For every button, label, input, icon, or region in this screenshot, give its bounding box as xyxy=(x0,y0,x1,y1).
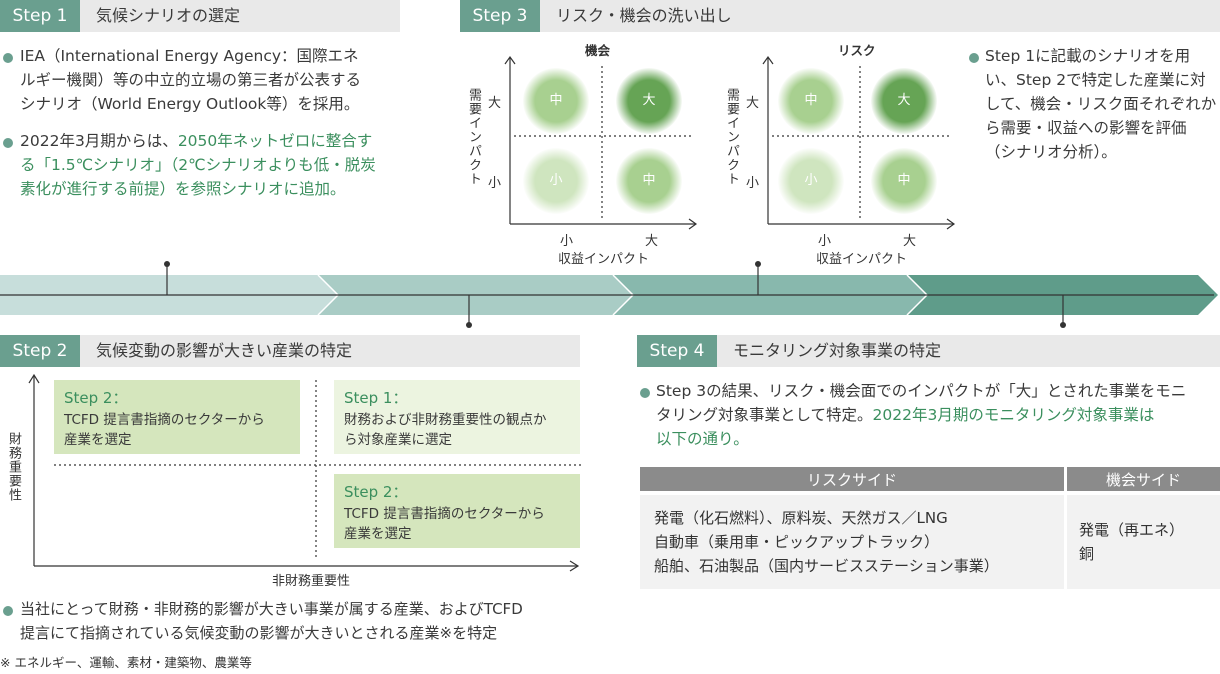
opportunity-y-axis-label: 需要インパクト xyxy=(466,88,481,186)
box-title: Step 2： xyxy=(344,483,408,501)
step4-tag: Step 4 xyxy=(637,335,717,367)
text-line: Step 3の結果、リスク・機会面でのインパクトが「大」とされた事業をモニ xyxy=(656,382,1187,400)
text-line: 提言にて指摘されている気候変動の影響が大きいとされる産業※を特定 xyxy=(20,624,498,642)
bullet-icon xyxy=(3,53,13,63)
risk-chart-title: リスク xyxy=(838,43,876,58)
step4-header: Step 4 モニタリング対象事業の特定 xyxy=(637,335,1220,367)
y-high-label: 大 xyxy=(488,96,502,111)
text-line: 産業を選定 xyxy=(64,432,132,448)
step2-box-tcfd-bottom: Step 2： TCFD 提言書指摘のセクターから 産業を選定 xyxy=(334,474,580,548)
bullet-icon xyxy=(640,388,650,398)
text-line: IEA（International Energy Agency：国際エネ xyxy=(20,47,359,65)
highlight-text: 2022年3月期のモニタリング対象事業は xyxy=(872,406,1155,424)
x-high-label: 大 xyxy=(903,234,917,249)
opportunity-x-axis-label: 収益インパクト xyxy=(558,252,650,267)
bullet-icon xyxy=(3,138,13,148)
text-line: 発電（化石燃料）、原料炭、天然ガス／LNG xyxy=(654,509,948,527)
highlight-text: 素化が進行する前提）を参照シナリオに追加。 xyxy=(20,180,346,198)
step4-paragraph: Step 3の結果、リスク・機会面でのインパクトが「大」とされた事業をモニ タリ… xyxy=(656,379,1220,451)
table-cell-risk: 発電（化石燃料）、原料炭、天然ガス／LNG 自動車（乗用車・ピックアップトラック… xyxy=(640,491,1067,589)
process-timeline-arrow xyxy=(0,261,1218,328)
step2-note: 当社にとって財務・非財務的影響が大きい事業が属する産業、およびTCFD 提言にて… xyxy=(20,597,600,645)
step2-header: Step 2 気候変動の影響が大きい産業の特定 xyxy=(0,335,580,367)
bullet-icon xyxy=(969,53,979,63)
table-cell-opportunity: 発電（再エネ） 銅 xyxy=(1065,491,1220,589)
matrix-cell-large: 大 xyxy=(871,68,937,134)
box-title: Step 1： xyxy=(344,389,408,407)
text-line: TCFD 提言書指摘のセクターから xyxy=(344,506,545,522)
text-line: TCFD 提言書指摘のセクターから xyxy=(64,412,265,428)
table-header-opportunity: 機会サイド xyxy=(1065,467,1220,493)
step2-box-tcfd-top: Step 2： TCFD 提言書指摘のセクターから 産業を選定 xyxy=(54,380,300,454)
box-title: Step 2： xyxy=(64,389,128,407)
highlight-text: 以下の通り。 xyxy=(656,430,749,448)
text-line: ルギー機関）等の中立的立場の第三者が公表する xyxy=(20,71,362,89)
matrix-cell-small: 小 xyxy=(523,148,589,214)
text-line: （シナリオ分析）。 xyxy=(985,143,1117,161)
text-run: タリング対象事業として特定。 xyxy=(656,406,873,424)
matrix-cell-medium: 中 xyxy=(871,148,937,214)
y-low-label: 小 xyxy=(746,176,760,191)
x-high-label: 大 xyxy=(645,234,659,249)
text-line: ら対象産業に選定 xyxy=(344,432,452,448)
x-low-label: 小 xyxy=(560,234,574,249)
text-line: シナリオ（World Energy Outlook等）を採用。 xyxy=(20,95,360,113)
matrix-cell-large: 大 xyxy=(616,68,682,134)
opportunity-chart-title: 機会 xyxy=(585,43,611,58)
text-line: ら需要・収益への影響を評価 xyxy=(985,119,1187,137)
text-line: 財務および非財務重要性の観点か xyxy=(344,412,547,428)
step1-title: 気候シナリオの選定 xyxy=(96,6,241,25)
bullet-icon xyxy=(3,606,13,616)
opportunity-matrix-axes xyxy=(504,55,698,230)
text-line: 自動車（乗用車・ピックアップトラック） xyxy=(654,533,940,551)
text-line: 船舶、石油製品（国内サービスステーション事業） xyxy=(654,557,999,575)
step1-header: Step 1 気候シナリオの選定 xyxy=(0,0,400,32)
step1-tag: Step 1 xyxy=(0,0,80,32)
text-line: 当社にとって財務・非財務的影響が大きい事業が属する産業、およびTCFD xyxy=(20,600,523,618)
highlight-text: 2050年ネットゼロに整合す xyxy=(177,132,373,150)
text-run: 2022年3月期からは、 xyxy=(20,132,178,150)
text-line: 産業を選定 xyxy=(344,526,412,542)
materiality-matrix-axes xyxy=(28,373,582,572)
text-line: して、機会・リスク面それぞれか xyxy=(985,95,1217,113)
step3-description: Step 1に記載のシナリオを用 い、Step 2で特定した産業に対 して、機会… xyxy=(985,44,1220,164)
step1-box-materiality: Step 1： 財務および非財務重要性の観点か ら対象産業に選定 xyxy=(334,380,580,454)
step3-header: Step 3 リスク・機会の洗い出し xyxy=(460,0,1220,32)
step3-tag: Step 3 xyxy=(460,0,540,32)
step3-title: リスク・機会の洗い出し xyxy=(556,6,732,25)
step1-paragraph-1: IEA（International Energy Agency：国際エネ ルギー… xyxy=(20,44,410,116)
risk-x-axis-label: 収益インパクト xyxy=(816,252,908,267)
risk-matrix-axes xyxy=(762,55,956,230)
footnote: ※ エネルギー、運輸、素材・建築物、農業等 xyxy=(0,655,252,670)
highlight-text: る「1.5℃シナリオ」（2℃シナリオよりも低・脱炭 xyxy=(20,156,376,174)
materiality-y-axis-label: 財務重要性 xyxy=(6,432,21,502)
table-header-risk: リスクサイド xyxy=(640,467,1067,493)
materiality-x-axis-label: 非財務重要性 xyxy=(272,574,351,589)
y-low-label: 小 xyxy=(488,176,502,191)
risk-y-axis-label: 需要インパクト xyxy=(724,88,739,186)
y-high-label: 大 xyxy=(746,96,760,111)
text-line: 発電（再エネ） xyxy=(1079,521,1185,539)
matrix-cell-small: 小 xyxy=(778,148,844,214)
step1-paragraph-2: 2022年3月期からは、2050年ネットゼロに整合す る「1.5℃シナリオ」（2… xyxy=(20,129,410,201)
x-low-label: 小 xyxy=(818,234,832,249)
text-line: Step 1に記載のシナリオを用 xyxy=(985,47,1191,65)
matrix-cell-medium: 中 xyxy=(523,68,589,134)
step2-title: 気候変動の影響が大きい産業の特定 xyxy=(96,341,353,360)
step2-tag: Step 2 xyxy=(0,335,80,367)
text-line: 銅 xyxy=(1079,545,1095,563)
monitoring-target-table: リスクサイド 機会サイド 発電（化石燃料）、原料炭、天然ガス／LNG 自動車（乗… xyxy=(640,467,1220,589)
matrix-cell-medium: 中 xyxy=(778,68,844,134)
matrix-cell-medium: 中 xyxy=(616,148,682,214)
text-line: い、Step 2で特定した産業に対 xyxy=(985,71,1206,89)
step4-title: モニタリング対象事業の特定 xyxy=(733,341,942,360)
